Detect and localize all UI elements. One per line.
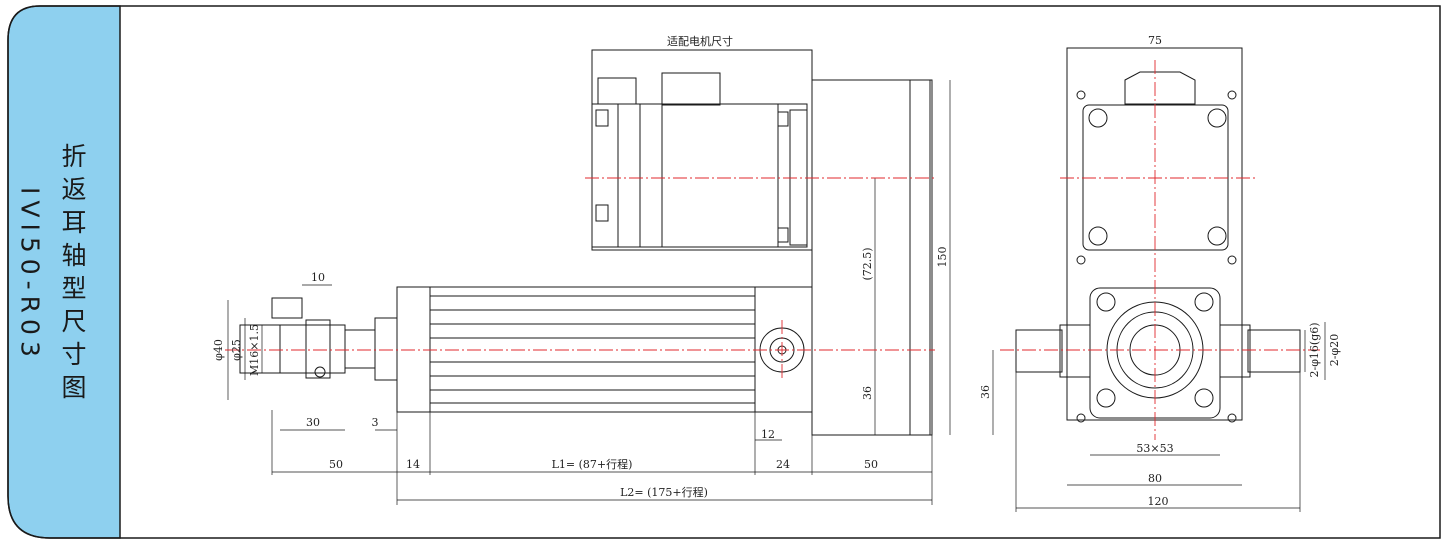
motor-outline-dim-box [591, 49, 813, 251]
trunnion-right [1247, 329, 1301, 373]
dim-12: 12 [761, 428, 775, 441]
dim-phi20: 2-φ20 [1328, 334, 1341, 366]
motor-connector-1 [597, 77, 637, 105]
dim-75: 75 [1148, 34, 1162, 47]
dim-36-side: 36 [861, 386, 874, 400]
label-motor-dimensions: 适配电机尺寸 [667, 34, 733, 48]
rod [344, 329, 376, 369]
dim-120: 120 [1148, 495, 1169, 508]
dim-3: 3 [372, 416, 379, 429]
dim-36-end: 36 [979, 385, 992, 399]
model-number: IVI50-R03 [15, 186, 45, 363]
dim-14: 14 [406, 458, 420, 471]
dim-10: 10 [311, 271, 325, 284]
dim-L1: L1= (87+行程) [552, 458, 633, 471]
actuator-body [396, 286, 813, 413]
dim-53x53: 53×53 [1136, 442, 1173, 455]
dim-24: 24 [776, 458, 790, 471]
dim-phi40: φ40 [212, 339, 225, 361]
title-panel-text: 折返耳轴型尺寸图 IVI50-R03 [0, 0, 120, 549]
gear-housing [811, 79, 933, 436]
motor-body [591, 103, 808, 248]
dim-80: 80 [1148, 472, 1162, 485]
dim-L2: L2= (175+行程) [620, 486, 708, 499]
dim-50-left: 50 [329, 458, 343, 471]
motor-connector-2 [661, 72, 721, 106]
dim-72-5: (72.5) [861, 247, 874, 280]
rod-flange [374, 317, 398, 381]
dim-phi16: 2-φ16(g6) [1308, 322, 1321, 377]
rod-end [279, 324, 346, 374]
end-view-flange [1082, 104, 1229, 251]
drawing-title: 折返耳轴型尺寸图 [58, 142, 87, 407]
frame-border [7, 5, 1441, 539]
dim-50-right: 50 [864, 458, 878, 471]
dim-thread: M16×1.5 [248, 324, 261, 376]
dim-30: 30 [306, 416, 320, 429]
trunnion-left [1015, 329, 1063, 373]
dim-phi25: φ25 [230, 339, 243, 361]
dim-150: 150 [936, 247, 949, 268]
